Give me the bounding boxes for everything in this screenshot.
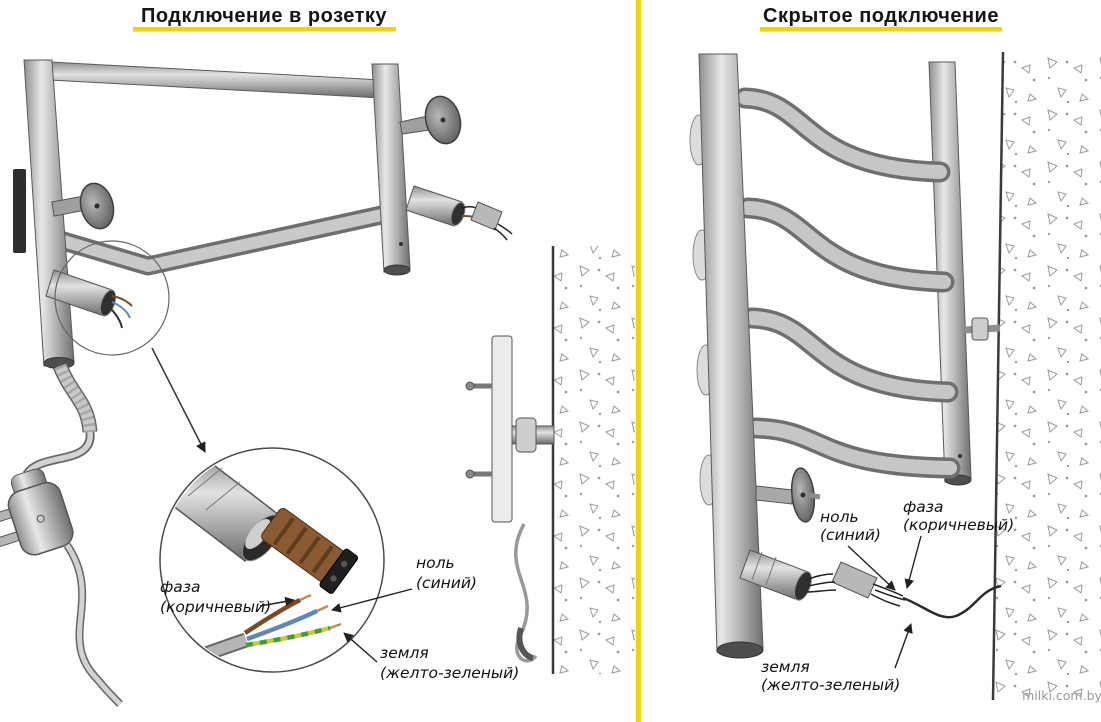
disc-screw: [800, 492, 806, 498]
hidden-cable-to-wall: [902, 584, 1002, 619]
towel-rail-socket-view: [13, 59, 513, 453]
label-phase-right: фаза (коричневый): [903, 498, 1014, 589]
sleeve-ridge: [187, 467, 223, 497]
watermark: milki.com.by: [1022, 688, 1101, 703]
neutral-label-line2: (синий): [416, 574, 477, 592]
cable-sheath: [516, 627, 535, 661]
cable-sleeve-left: [45, 269, 133, 329]
wire: [874, 589, 906, 601]
label-neutral-left: ноль (синий): [331, 554, 477, 613]
cord-outline: [63, 542, 123, 707]
phase-label-line1: фаза: [903, 498, 944, 516]
disc-screw: [94, 203, 100, 209]
cable-sleeve-right: [405, 185, 513, 241]
rung: [738, 91, 947, 179]
bolt-head: [465, 469, 475, 479]
zoom-source-circle: [54, 240, 170, 356]
neutral-label-line1: ноль: [820, 508, 859, 526]
hanging-cable: [514, 523, 538, 663]
cable-channel: [13, 169, 26, 253]
concrete-wall: [993, 52, 1101, 700]
wall-section-left: [465, 246, 635, 674]
detail-circle: [159, 447, 385, 673]
left-post-cap: [716, 641, 764, 659]
left-post: [698, 53, 764, 653]
ground-arrow: [343, 632, 378, 663]
label-phase-left: фаза (коричневый): [160, 578, 295, 616]
ground-label-line1: земля: [380, 644, 429, 662]
power-cord-and-plug: [0, 363, 123, 707]
zoom-arrow: [151, 347, 206, 453]
disc-stem: [807, 492, 821, 500]
phase-wire-tip: [299, 593, 312, 602]
connector-piece: [831, 561, 878, 599]
power-plug: [0, 468, 74, 556]
neutral-wire-tip: [316, 604, 329, 613]
cord: [24, 431, 93, 476]
left-panel: Подключение в розетку: [0, 5, 635, 707]
panel-divider: [636, 0, 641, 722]
label-ground-left: земля (желто-зеленый): [343, 632, 519, 682]
inner-tube: [245, 518, 271, 550]
wire: [805, 573, 834, 581]
heating-element-connector: [261, 508, 359, 594]
wall-section-right: [991, 51, 1101, 701]
neutral-arrow: [847, 545, 896, 591]
concrete-wall: [554, 246, 635, 674]
label-ground-right: земля (желто-зеленый): [761, 623, 913, 694]
sleeve-ridge: [205, 481, 241, 511]
rung: [745, 311, 955, 399]
corrugated-hose: [54, 363, 96, 433]
rung: [749, 421, 957, 475]
ground-wire-tip: [329, 622, 342, 630]
neutral-wire: [246, 608, 318, 642]
sleeve-ridge: [765, 556, 777, 586]
left-title-underline: [133, 27, 396, 32]
cable-sleeve-bottom: [739, 549, 906, 607]
phase-label-line1: фаза: [160, 578, 201, 596]
rung: [741, 201, 951, 289]
neutral-label-line2: (синий): [820, 526, 881, 544]
towel-rail-hidden-view: [689, 53, 1002, 659]
wall-mount-stem: [755, 485, 793, 505]
plug-body: [7, 481, 74, 556]
right-title-underline: [760, 27, 1002, 32]
wire: [807, 581, 836, 587]
ground-wire-stripe: [245, 625, 331, 648]
right-panel-title: Скрытое подключение: [763, 5, 999, 27]
right-post: [371, 63, 411, 273]
neutral-label-line1: ноль: [416, 554, 455, 572]
phase-wire: [243, 597, 302, 635]
post-bolt: [958, 454, 962, 458]
cord: [64, 543, 122, 706]
plug-screw: [36, 514, 45, 523]
left-panel-title: Подключение в розетку: [141, 5, 387, 27]
wall-edge: [991, 51, 1005, 701]
label-neutral-right: ноль (синий): [820, 508, 896, 591]
wire: [870, 593, 901, 607]
wire: [805, 589, 837, 593]
post-bolt: [399, 242, 403, 246]
bolt-head: [465, 381, 475, 391]
top-tube: [49, 61, 383, 99]
phase-label-line2: (коричневый): [160, 598, 271, 616]
ground-arrow: [894, 623, 913, 669]
hose-ridges: [54, 363, 96, 433]
sleeve-ridge: [751, 551, 763, 581]
bracket-plate: [491, 335, 513, 523]
neutral-arrow: [331, 588, 413, 613]
phase-arrow: [904, 535, 922, 589]
right-panel: Скрытое подключение: [689, 5, 1101, 703]
bracket-fitting: [515, 417, 537, 453]
phase-label-line2: (коричневый): [903, 516, 1014, 534]
ground-label-line2: (желто-зеленый): [761, 676, 900, 694]
ground-label-line2: (желто-зеленый): [380, 664, 519, 682]
wall-connector-fitting: [971, 317, 989, 341]
phase-arrow: [259, 596, 295, 607]
disc-screw: [440, 117, 446, 123]
ground-label-line1: земля: [761, 658, 810, 676]
right-post-cap: [383, 264, 411, 276]
middle-rung: [54, 208, 392, 272]
